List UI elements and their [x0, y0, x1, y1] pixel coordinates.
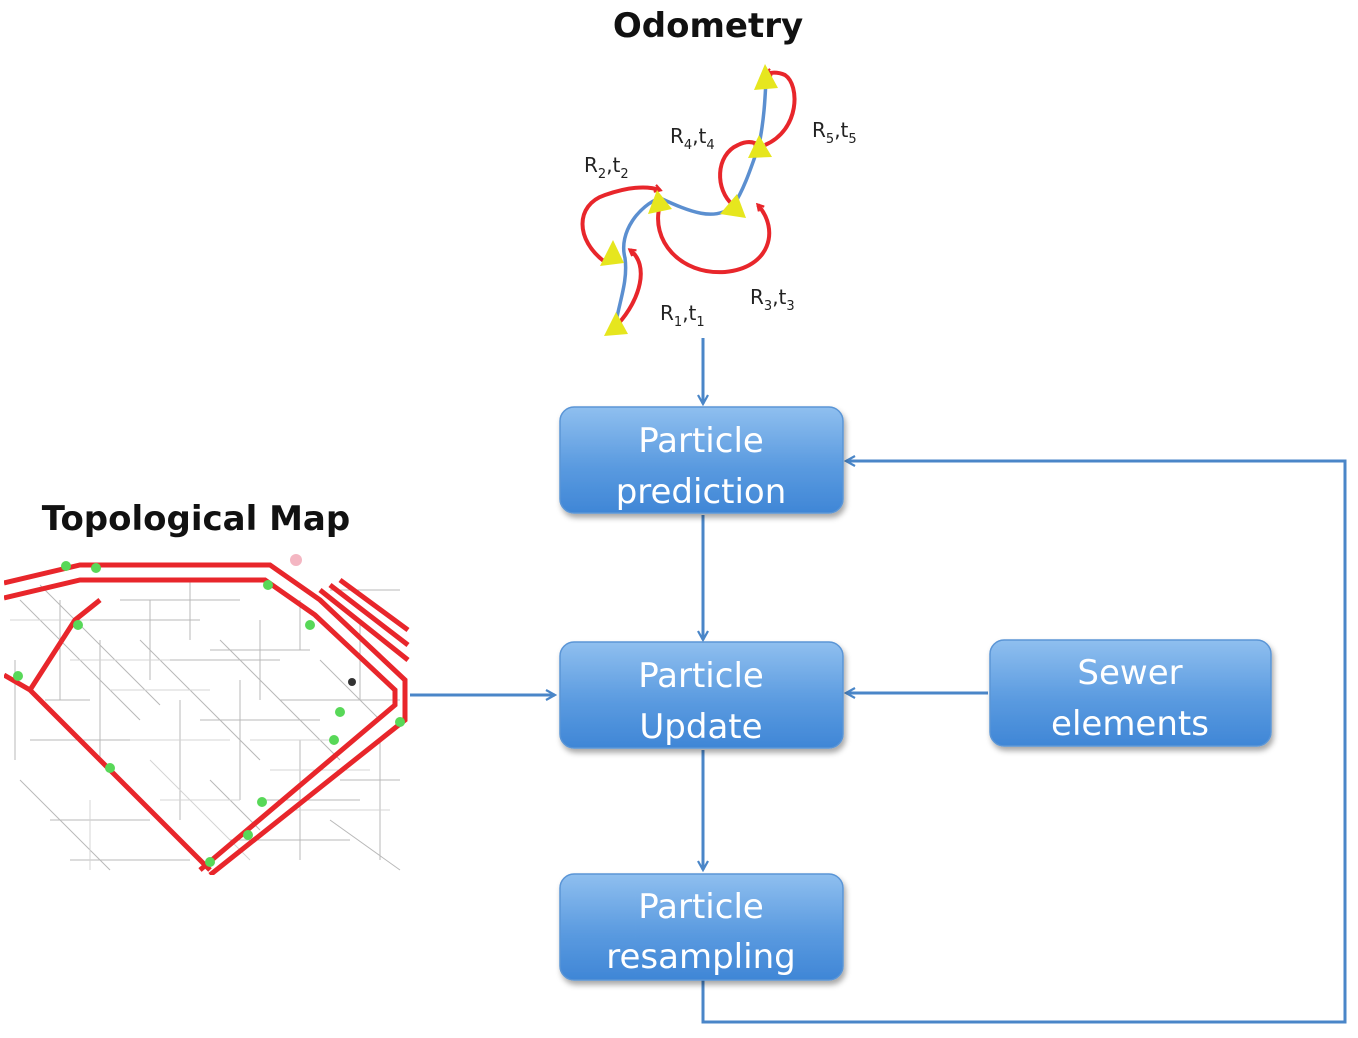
particle-prediction-label-line1: Particle	[638, 421, 764, 461]
odometry-label-4: R4,t4	[670, 124, 715, 153]
sewer-elements-box: Sewer elements	[989, 639, 1272, 747]
pose-marker-3	[648, 190, 672, 214]
particle-update-label-line1: Particle	[638, 656, 764, 696]
pose-marker-6	[754, 64, 778, 90]
particle-prediction-box: Particle prediction	[559, 406, 844, 514]
pose-marker-4	[720, 194, 746, 218]
odometry-label-1: R1,t1	[660, 301, 705, 330]
rotation-arc-2	[580, 188, 661, 264]
particle-resampling-label-line1: Particle	[638, 887, 764, 927]
rotation-arc-1	[616, 250, 643, 326]
pose-marker-1	[604, 312, 628, 336]
odometry-title: Odometry	[613, 6, 803, 46]
particle-resampling-label-line2: resampling	[606, 937, 795, 977]
particle-update-box: Particle Update	[559, 641, 844, 749]
topological-map-title: Topological Map	[42, 499, 350, 539]
rotation-arc-5	[765, 73, 797, 147]
particle-resampling-box: Particle resampling	[559, 873, 844, 981]
rotation-arc-4	[718, 142, 760, 207]
arrow-resampling-feedback	[701, 461, 1347, 1024]
topological-map-image	[4, 550, 410, 875]
odometry-label-3: R3,t3	[750, 285, 795, 314]
pose-marker-5	[748, 135, 772, 158]
odometry-trajectory	[580, 64, 797, 336]
sewer-elements-label-line2: elements	[1051, 704, 1209, 744]
odometry-label-2: R2,t2	[584, 153, 629, 182]
sewer-elements-label-line1: Sewer	[1077, 653, 1182, 693]
particle-prediction-label-line2: prediction	[616, 472, 787, 512]
odometry-label-5: R5,t5	[812, 118, 857, 147]
particle-update-label-line2: Update	[639, 707, 762, 747]
rotation-arc-3	[656, 205, 772, 275]
pose-marker-2	[600, 240, 624, 266]
connectors	[410, 338, 1347, 1024]
